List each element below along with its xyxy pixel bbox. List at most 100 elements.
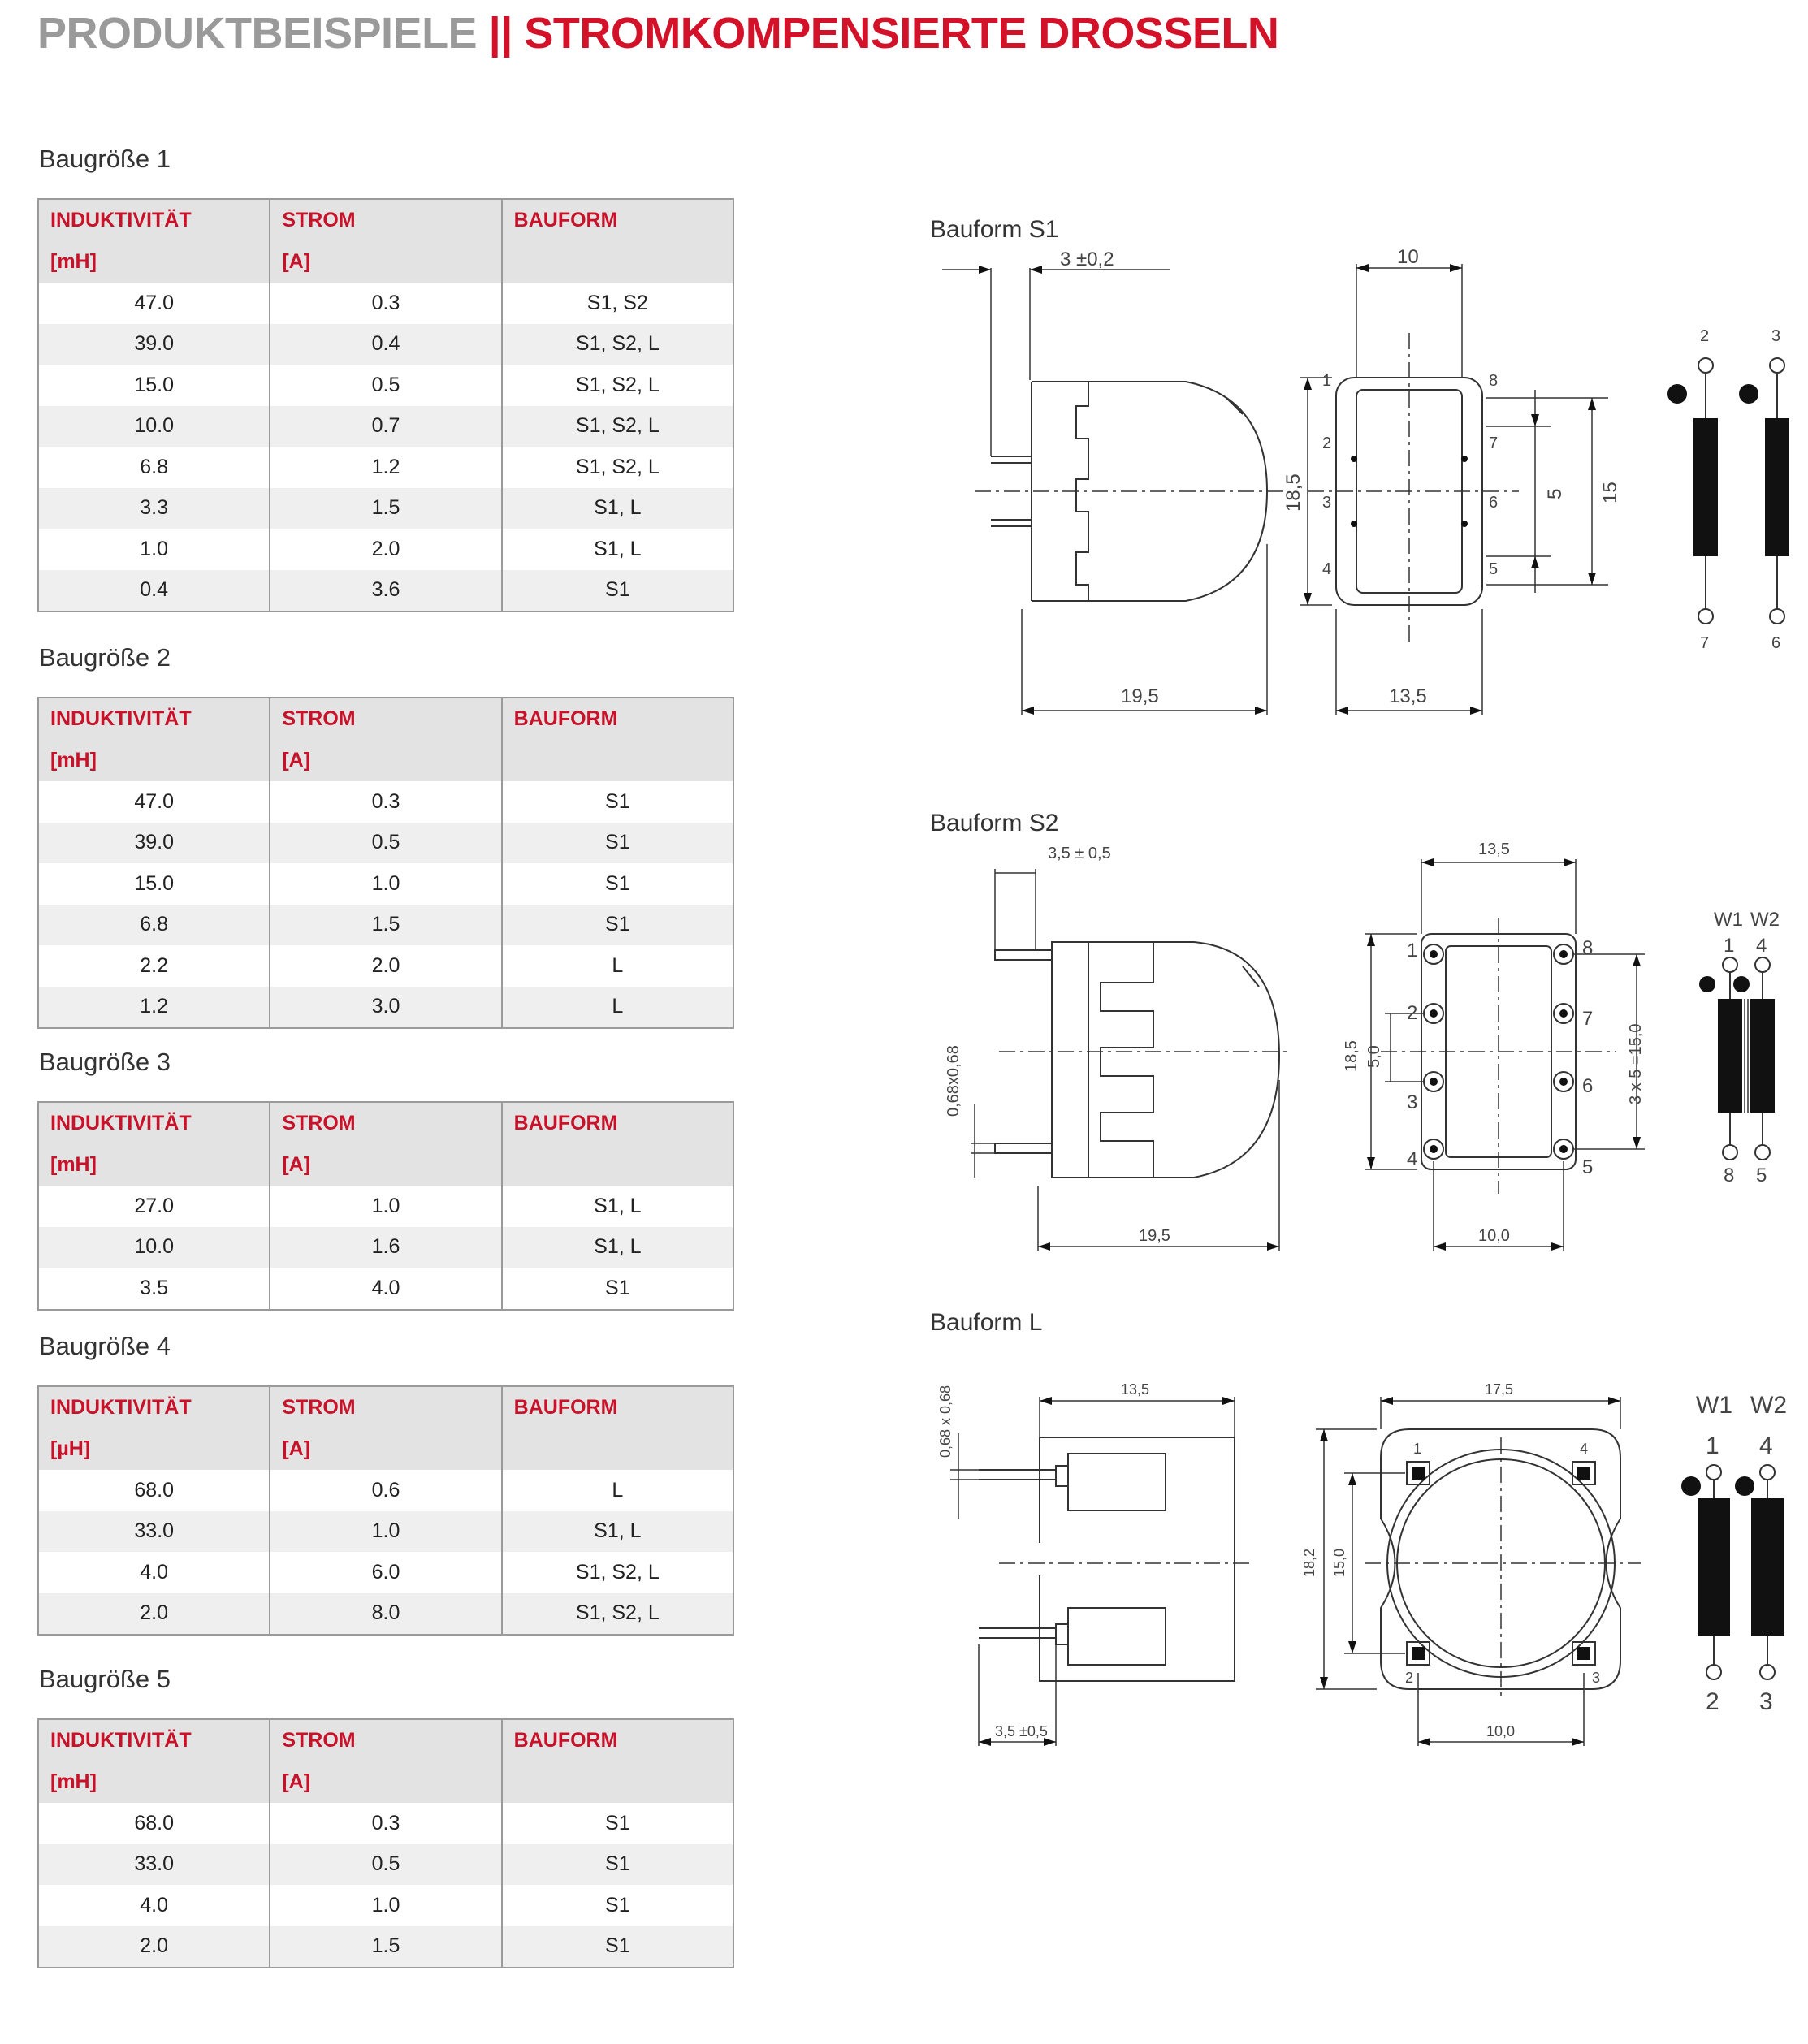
table-cell: 10.0 — [37, 1226, 271, 1268]
s2-pin-4: 4 — [1407, 1148, 1417, 1170]
table-cell: S1, S2 — [500, 283, 735, 324]
table-cell: 3.3 — [37, 487, 271, 529]
table-cell: 33.0 — [37, 1510, 271, 1552]
section-baugroesse-5: Baugröße 5 INDUKTIVITÄT[mH]STROM[A]BAUFO… — [37, 1665, 736, 1968]
column-header-unit: [A] — [282, 749, 311, 771]
table-cell: S1 — [500, 822, 735, 863]
table-cell: L — [500, 986, 735, 1028]
column-header-unit: [mH] — [50, 250, 97, 273]
title-grey: PRODUKTBEISPIELE — [37, 9, 478, 58]
table-cell: 1.5 — [269, 904, 503, 945]
column-header: STROM[A] — [269, 199, 503, 283]
table-cell: S1 — [500, 1925, 735, 1968]
l-dot-2 — [1735, 1476, 1754, 1496]
table-cell: 2.0 — [37, 1592, 271, 1635]
table-cell: 10.0 — [37, 405, 271, 447]
table-cell: 6.8 — [37, 447, 271, 488]
column-header: BAUFORM — [500, 698, 735, 781]
s2-pin-lower — [994, 1143, 1053, 1154]
table-cell: S1, S2, L — [500, 405, 735, 447]
section-label: Baugröße 5 — [39, 1665, 171, 1693]
table-cell: S1 — [500, 863, 735, 905]
l-coil-upper — [1067, 1453, 1166, 1511]
table-cell: 15.0 — [37, 863, 271, 905]
column-header-title: STROM — [282, 707, 356, 730]
table-cell: S1, L — [500, 529, 735, 570]
l-pin-3: 3 — [1592, 1670, 1600, 1686]
s1-pin-4: 4 — [1322, 560, 1331, 578]
table-header-row: INDUKTIVITÄT[mH]STROM[A]BAUFORM — [37, 1102, 735, 1186]
diagram-label-s2: Bauform S2 — [930, 810, 1059, 836]
table-header-row: INDUKTIVITÄT[µH]STROM[A]BAUFORM — [37, 1386, 735, 1470]
table-cell: 0.3 — [269, 283, 503, 324]
s2-winding-1 — [1718, 999, 1742, 1113]
table-cell: 1.5 — [269, 1925, 503, 1968]
column-header-title: BAUFORM — [513, 707, 618, 730]
table-cell: 2.0 — [269, 529, 503, 570]
s1-dot-1 — [1667, 384, 1687, 404]
table-cell: 6.0 — [269, 1552, 503, 1593]
s1-pin-1: 1 — [1322, 372, 1331, 390]
column-header-title: BAUFORM — [513, 1112, 618, 1134]
s2-pin-upper — [994, 949, 1053, 961]
column-header: INDUKTIVITÄT[mH] — [37, 1719, 271, 1803]
table-cell: 39.0 — [37, 323, 271, 365]
s2-side-notch — [1242, 966, 1260, 987]
s1-pin-3: 3 — [1322, 494, 1331, 512]
s1-winding-1 — [1693, 418, 1718, 556]
column-header: STROM[A] — [269, 1719, 503, 1803]
table-cell: S1, S2, L — [500, 447, 735, 488]
table-cell: 1.5 — [269, 487, 503, 529]
table-cell: S1, L — [500, 1510, 735, 1552]
column-header-unit: [µH] — [50, 1437, 91, 1460]
l-pin-1: 1 — [1413, 1441, 1421, 1457]
s1-pin-7: 7 — [1489, 434, 1498, 452]
column-header-title: BAUFORM — [513, 1396, 618, 1419]
s2-pin-3: 3 — [1407, 1091, 1417, 1113]
table-cell: 4.0 — [269, 1268, 503, 1310]
table-cell: S1 — [500, 569, 735, 611]
s2-sch-top-1: 1 — [1724, 935, 1734, 957]
table-cell: 1.0 — [269, 1186, 503, 1227]
s1-dim-pin-offset: 3 ±0,2 — [1060, 248, 1114, 270]
s2-side-base — [1051, 941, 1089, 1178]
table-cell: 15.0 — [37, 365, 271, 406]
s2-pin-6: 6 — [1582, 1075, 1593, 1097]
table-cell: S1, S2, L — [500, 1592, 735, 1635]
s1-sch-top-2: 3 — [1771, 327, 1780, 345]
table-cell: S1, S2, L — [500, 365, 735, 406]
s2-dim-width-top: 13,5 — [1478, 841, 1510, 858]
s2-pin-1: 1 — [1407, 940, 1417, 962]
s2-sch-bottom-2: 5 — [1756, 1165, 1767, 1186]
s1-dot-2 — [1739, 384, 1758, 404]
s2-pin-5: 5 — [1582, 1156, 1593, 1178]
column-header-unit: [A] — [282, 1153, 311, 1176]
page-title: PRODUKTBEISPIELE || STROMKOMPENSIERTE DR… — [37, 8, 1279, 58]
table-cell: 1.0 — [269, 1510, 503, 1552]
s1-sch-bottom-1: 7 — [1700, 634, 1709, 652]
table-cell: S1 — [500, 781, 735, 823]
s2-dim-pin-offset: 3,5 ± 0,5 — [1048, 845, 1111, 862]
section-label: Baugröße 4 — [39, 1332, 171, 1360]
table-cell: S1, L — [500, 487, 735, 529]
table-cell: S1 — [500, 1803, 735, 1844]
l-dim-height-inner: 15,0 — [1331, 1549, 1347, 1577]
table-cell: 68.0 — [37, 1803, 271, 1844]
table-cell: 0.3 — [269, 781, 503, 823]
column-header-title: INDUKTIVITÄT — [50, 1112, 192, 1134]
section-baugroesse-2: Baugröße 2 INDUKTIVITÄT[mH]STROM[A]BAUFO… — [37, 643, 736, 1029]
title-red: STROMKOMPENSIERTE DROSSELN — [524, 9, 1279, 58]
s2-dot-1 — [1699, 976, 1715, 992]
